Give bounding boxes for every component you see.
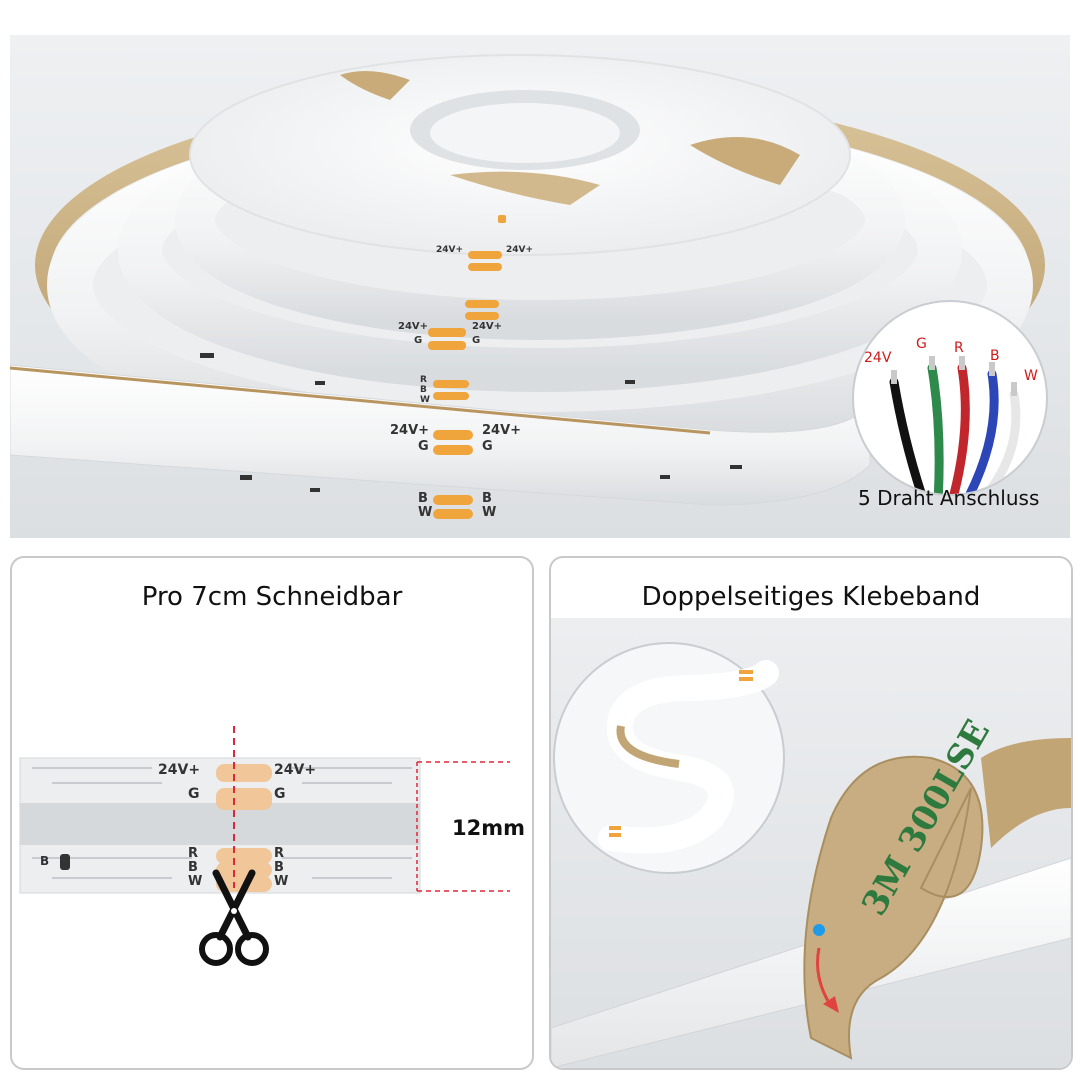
pad-label-g-left: G [188, 786, 200, 802]
scissors-icon [199, 869, 269, 966]
wire-label-r: R [954, 340, 964, 356]
wire-caption: 5 Draht Anschluss [858, 486, 1040, 510]
strip-label-24v-right: 24V+ [472, 321, 503, 332]
tape-strip-back [981, 738, 1071, 848]
reel-illustration [10, 54, 1045, 519]
wire-label-b: B [990, 348, 1000, 364]
strip-width-label: 12mm [452, 816, 525, 840]
solder-pad-3 [216, 862, 272, 878]
wire-tip-1 [929, 356, 935, 370]
pad-label-g-right: G [274, 786, 286, 802]
wire-tip-4 [1011, 382, 1017, 396]
front-strip-label-24v-right: 24V+ [482, 423, 522, 438]
front-strip-label-b-right: B [482, 491, 492, 506]
led-strip-reel-photo: 24V+ 24V+ G G R B W 24V+ 24V+ G G B B W … [10, 35, 1070, 538]
front-strip-label-b-left: B [418, 491, 428, 506]
strip-label-w: W [420, 395, 430, 405]
wire-3 [964, 369, 999, 494]
wire-0 [889, 377, 927, 494]
solder-pad-0 [216, 764, 272, 782]
strip-label-r: R [420, 375, 427, 385]
wire-2 [949, 363, 970, 494]
adhesive-panel-title: Doppelseitiges Klebeband [641, 582, 981, 612]
front-strip-label-24v-left: 24V+ [390, 423, 430, 438]
pad-label-b-left: B [188, 860, 198, 875]
reel-window-right [690, 137, 800, 185]
wire-bundle [889, 356, 1021, 494]
wire-label-24v: 24V [864, 350, 892, 366]
adhesive-info-panel: Doppelseitiges Klebeband 3M 300LSE [549, 556, 1073, 1070]
strip-chip-dots [200, 353, 742, 492]
strip-label-g-right: G [472, 335, 481, 346]
strip-label-g-left: G [414, 335, 423, 346]
wire-tip-2 [959, 356, 965, 370]
adhesive-illustration: 3M 300LSE [551, 618, 1071, 1068]
solder-pads-group [428, 215, 506, 519]
inset-pad-3 [609, 826, 621, 830]
inset-tape-edge [616, 725, 680, 768]
resistor-chip [60, 854, 70, 870]
strip-traces [32, 767, 412, 879]
pad-label-r-left: R [188, 846, 199, 861]
pad-label-24v-left: 24V+ [158, 762, 201, 778]
wire-tip-0 [891, 370, 897, 384]
peel-arrow-head [823, 996, 839, 1013]
front-strip-label-w-left: W [418, 505, 433, 520]
reel-hub-inner [430, 103, 620, 163]
pad-label-24v-right: 24V+ [274, 762, 317, 778]
front-strip-label-g-left: G [418, 439, 429, 454]
wire-label-g: G [916, 336, 927, 352]
pad-label-b-far: B [40, 854, 50, 868]
front-strip-edge [10, 366, 711, 435]
strip-label-b: B [420, 385, 427, 395]
reel-window-left [340, 71, 410, 100]
solder-pad-2 [216, 848, 272, 864]
inner-strip-label-24v-right: 24V+ [506, 245, 534, 255]
pad-label-r-right: R [274, 846, 285, 861]
peel-start-dot [813, 924, 825, 936]
inset-pad-4 [609, 833, 621, 837]
peeled-tape [803, 755, 984, 1060]
wire-lines [889, 356, 1021, 494]
cut-diagram [19, 726, 510, 966]
cut-panel-title: Pro 7cm Schneidbar [141, 582, 403, 612]
pad-label-w-left: W [188, 874, 203, 889]
wire-tip-3 [989, 362, 995, 376]
pad-label-b-right: B [274, 860, 284, 875]
pad-label-w-right: W [274, 874, 289, 889]
inner-strip-label-24v-left: 24V+ [436, 245, 464, 255]
wire-1 [927, 363, 944, 494]
strip-led-band [20, 803, 420, 845]
strip-label-24v-left: 24V+ [398, 321, 429, 332]
dimension-bracket [416, 761, 510, 892]
cut-info-panel: Pro 7cm Schneidbar 24V+ 24V+ G [10, 556, 534, 1070]
reel-window-bottom [450, 171, 600, 205]
wire-connection-inset: 24V G R B W [852, 300, 1048, 496]
solder-pad-1 [216, 788, 272, 810]
front-strip-label-g-right: G [482, 439, 493, 454]
inset-pad-1 [739, 670, 753, 674]
wire-label-w: W [1024, 368, 1038, 384]
inset-pad-2 [739, 677, 753, 681]
front-strip-label-w-right: W [482, 505, 497, 520]
